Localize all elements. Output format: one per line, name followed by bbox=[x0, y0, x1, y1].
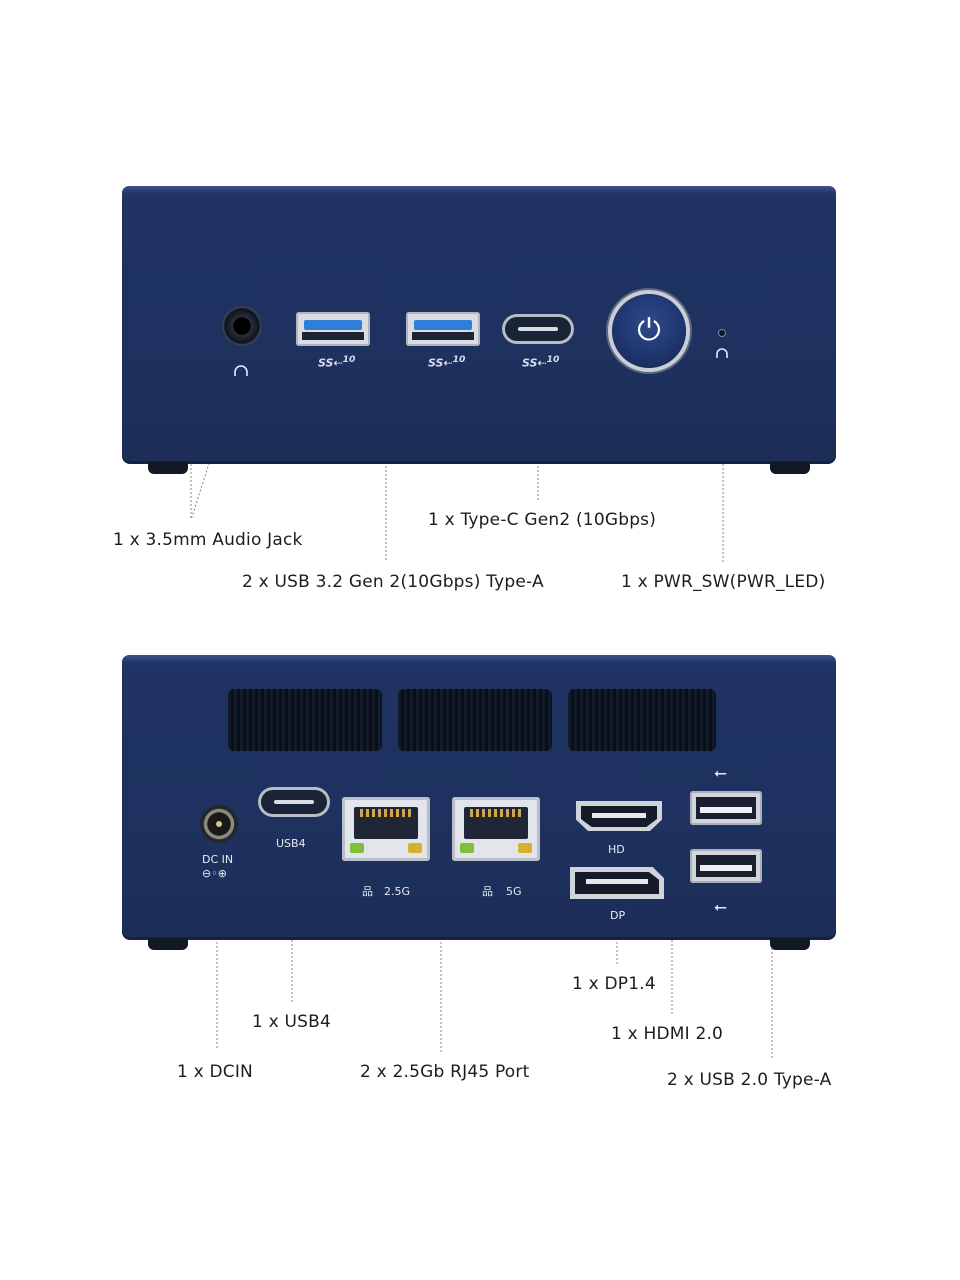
headphone-icon bbox=[232, 364, 250, 383]
usb4-marking: USB4 bbox=[276, 837, 306, 850]
vent-left bbox=[228, 689, 382, 751]
displayport-port bbox=[570, 867, 664, 899]
usb2-port-2 bbox=[690, 849, 762, 883]
usb-a-port-1 bbox=[296, 312, 370, 346]
dc-in-marking: DC IN bbox=[202, 853, 234, 866]
label-dcin: 1 x DCIN bbox=[177, 1062, 253, 1082]
superspeed-10-icon: SS⇠10 bbox=[318, 354, 356, 370]
usb-trident-icon: ⭠ bbox=[714, 897, 727, 916]
usb2-port-1 bbox=[690, 791, 762, 825]
lan1-marking: 2.5G bbox=[384, 885, 411, 898]
network-icon: 品 bbox=[482, 885, 493, 898]
label-usb4: 1 x USB4 bbox=[252, 1012, 331, 1032]
label-rj45: 2 x 2.5Gb RJ45 Port bbox=[360, 1062, 530, 1082]
usb-a-port-2 bbox=[406, 312, 480, 346]
label-power: 1 x PWR_SW(PWR_LED) bbox=[621, 572, 826, 592]
usb-trident-icon: ⭠ bbox=[714, 763, 727, 782]
usb4-port bbox=[258, 787, 330, 817]
label-dp: 1 x DP1.4 bbox=[572, 974, 656, 994]
superspeed-10-icon: SS⇠10 bbox=[428, 354, 466, 370]
dc-in-port bbox=[200, 805, 238, 843]
audio-jack-port bbox=[222, 306, 262, 346]
label-hdmi: 1 x HDMI 2.0 bbox=[611, 1024, 724, 1044]
dp-marking: DP bbox=[610, 909, 626, 922]
hdmi-port bbox=[576, 801, 662, 831]
label-type-c: 1 x Type-C Gen2 (10Gbps) bbox=[428, 510, 657, 530]
type-c-port bbox=[502, 314, 574, 344]
rubber-foot bbox=[148, 462, 188, 474]
vent-center bbox=[398, 689, 552, 751]
label-usb2: 2 x USB 2.0 Type-A bbox=[667, 1070, 832, 1090]
power-icon: ⏻ bbox=[637, 313, 661, 348]
dc-polarity-icon: ⊖◦⊕ bbox=[202, 867, 227, 880]
led-icon bbox=[714, 346, 730, 365]
power-led bbox=[719, 330, 725, 336]
mini-pc-rear: DC IN ⊖◦⊕ USB4 品 2.5G 品 5G HD DP ⭠ ⭠ bbox=[122, 655, 836, 950]
rj45-port-1 bbox=[342, 797, 430, 861]
hdmi-marking: HD bbox=[608, 843, 625, 856]
rubber-foot bbox=[148, 938, 188, 950]
label-audio-jack: 1 x 3.5mm Audio Jack bbox=[113, 530, 303, 550]
label-usb-a: 2 x USB 3.2 Gen 2(10Gbps) Type-A bbox=[242, 572, 544, 592]
rj45-port-2 bbox=[452, 797, 540, 861]
lan2-marking: 5G bbox=[506, 885, 522, 898]
superspeed-10-icon: SS⇠10 bbox=[522, 354, 560, 370]
mini-pc-front: SS⇠10 SS⇠10 SS⇠10 ⏻ bbox=[122, 186, 836, 474]
rubber-foot bbox=[770, 938, 810, 950]
vent-right bbox=[568, 689, 716, 751]
network-icon: 品 bbox=[362, 885, 373, 898]
power-button: ⏻ bbox=[612, 294, 686, 368]
rubber-foot bbox=[770, 462, 810, 474]
